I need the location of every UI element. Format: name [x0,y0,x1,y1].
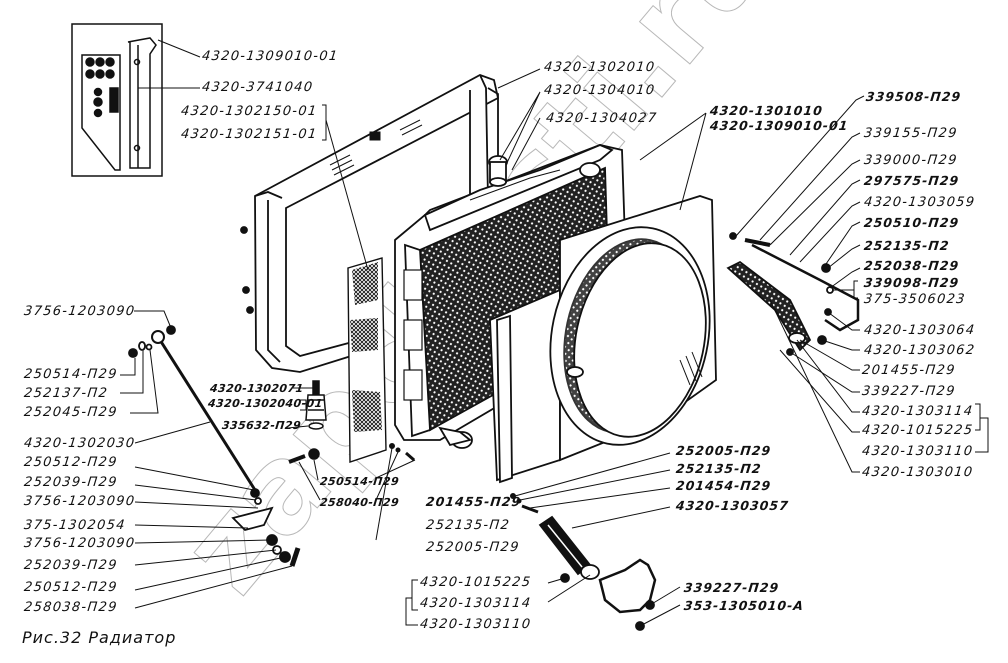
side-plate [347,257,387,463]
outlet-pipe [438,426,473,449]
part-label: 258040-П29 [319,496,400,509]
part-label: 339155-П29 [863,126,959,141]
part-label: 250514-П29 [319,475,400,488]
part-label: 375-3506023 [863,292,967,307]
part-label: 252038-П29 [863,258,961,273]
part-label: 252135-П2 [675,461,763,476]
radiator-frame [240,74,500,373]
part-label: 339098-П29 [863,275,961,290]
part-label: 4320-1303064 [863,323,977,338]
fan-shroud [489,195,717,484]
part-label: 250512-П29 [23,455,119,470]
part-label: 4320-1302010 [543,60,657,75]
bottom-hose [538,515,657,631]
part-label: 4320-1302150-01 [180,104,319,119]
part-label: 339227-П29 [861,384,957,399]
part-label: 4320-1309010-01 [709,118,850,133]
part-label: 252005-П29 [675,443,773,458]
leader-lines [120,68,989,627]
inset-frame [71,23,163,177]
part-label: 4320-1304010 [543,83,657,98]
part-label: 4320-1303110 [419,617,533,632]
part-label: 4320-1303110 [861,444,975,459]
filler-cap [488,155,508,187]
figure-caption: Рис.32 Радиатор [22,628,177,647]
part-label: 252039-П29 [23,475,119,490]
part-label: 339227-П29 [683,580,781,595]
part-label: 252039-П29 [23,558,119,573]
part-label: 252135-П2 [425,518,511,533]
part-label: 250512-П29 [23,580,119,595]
radiator-core [394,144,629,449]
part-label: 339000-П29 [863,153,959,168]
part-label: 3756-1203090 [23,494,137,509]
part-label: 4320-1302040-01 [207,397,324,410]
part-label: 4320-1303062 [863,343,977,358]
part-label: 339508-П29 [865,89,963,104]
part-label: 375-1302054 [23,518,127,533]
part-label: 252045-П29 [23,405,119,420]
part-label: 4320-1303114 [861,404,975,419]
part-label: 252135-П2 [863,238,951,253]
part-label: 4320-1303057 [675,498,790,513]
part-label: 201454-П29 [675,478,773,493]
part-label: 4320-1015225 [861,423,975,438]
part-label: 250514-П29 [23,367,119,382]
part-label: 3756-1203090 [23,536,137,551]
part-label: 353-1305010-А [683,598,805,613]
inset-leaders [138,39,201,89]
part-label: 201455-П29 [425,494,523,509]
part-label: 335632-П29 [221,419,302,432]
part-label: 4320-1301010 [709,103,824,118]
part-label: 201455-П29 [861,363,957,378]
part-label: 4320-1303114 [419,596,533,611]
inset-bracket [127,37,157,169]
part-label: 4320-1302030 [23,436,137,451]
part-label: 4320-1304027 [545,111,659,126]
part-label: 4320-3741040 [201,80,315,95]
part-label: 4320-1015225 [419,575,533,590]
part-label: 3756-1203090 [23,304,137,319]
inset-box [71,23,163,177]
link-rod [128,325,301,567]
part-label: 250510-П29 [863,215,961,230]
part-label: 4320-1302151-01 [180,127,319,142]
part-label: 4320-1309010-01 [201,49,340,64]
part-label: 252137-П2 [23,386,109,401]
mount-assembly [288,380,327,464]
part-label: 4320-1303059 [863,195,977,210]
part-label: 297575-П29 [863,173,961,188]
part-label: 258038-П29 [23,600,119,615]
part-label: 4320-1302071 [209,382,305,395]
part-label: 4320-1303010 [861,465,975,480]
part-label: 252005-П29 [425,540,521,555]
